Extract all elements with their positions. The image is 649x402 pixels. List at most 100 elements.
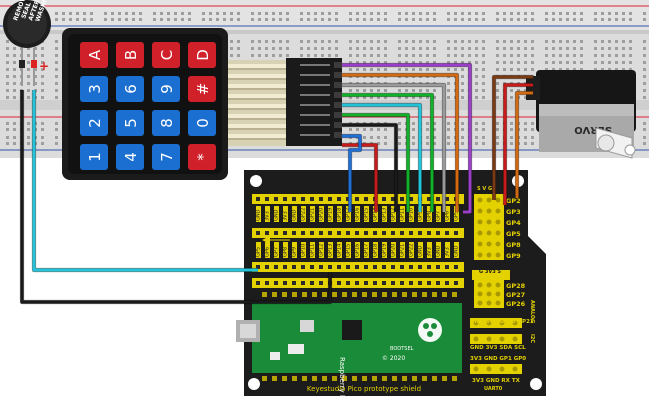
uart-top-labels: 3V3 GND GP1 GP0 [470,356,526,362]
shield-pin-label: GP13 [382,208,388,221]
keypad-key[interactable]: B [116,42,144,68]
keypad-key[interactable]: C [152,42,180,68]
keypad-key-label: 9 [158,84,176,94]
keypad-key-label: A [86,49,104,60]
wire-purple [342,63,472,214]
keypad-key-label: 2 [86,118,104,128]
shield-pin-label: GND [292,209,298,221]
keypad-key-label: 7 [158,152,176,162]
shield-pin-label: 3V3 [265,211,271,221]
servo-label: SERVO [574,124,612,135]
shield-pin-label: GP7 [436,211,442,221]
shield-pin-label: GP12 [391,208,397,221]
gp-label: GP4 [506,219,521,227]
buzzer: REMOVE SEAL AFTER WASHING + [3,0,52,86]
shield-pin-label: GP11 [310,244,316,257]
raspberry-pi-pico: Raspberry Pi Pico © 2020 BOOTSEL [236,303,462,402]
keypad-key[interactable]: # [188,76,216,102]
shield-title: Keyestudio Pico prototype shield [307,385,421,393]
keypad-key-label: C [158,50,176,60]
shield-pin-label: 3V3 [283,211,289,221]
shield-pin-label: GP5 [256,247,262,257]
i2c-bottom-labels: GND 3V3 SDA SCL [470,345,526,351]
keypad-key-label: 5 [122,118,140,128]
shield-pin-label: GP6 [265,247,271,257]
keypad-key[interactable]: 2 [80,110,108,136]
shield-pin-label: GP19 [328,208,334,221]
shield-pin-label: GND [436,245,442,257]
keypad-key[interactable]: 3 [80,76,108,102]
keypad-key[interactable]: 6 [116,76,144,102]
keypad-key-label: # [194,83,212,96]
keypad-key[interactable]: * [188,144,216,170]
wire-cyan [342,103,422,212]
uart-bottom-labels: 3V3 GND RX TX [472,378,521,384]
shield-pin-label: GP9 [292,247,298,257]
gp-label: GP2 [506,197,521,205]
analog-header-labels: G 3V3 S [479,269,501,275]
wire-blue-signal [342,134,362,212]
keypad-key-label: 8 [158,118,176,128]
servo-motor: SERVO [526,70,636,159]
shield-pin-label: GP20 [319,208,325,221]
analog-pin-label: GP28 [506,282,526,290]
keypad-key[interactable]: 5 [116,110,144,136]
shield-pin-label: GP12 [319,244,325,257]
buzzer-plus-sign: + [39,59,49,73]
i2c-tag: I2C [529,334,535,343]
wire-red-signal [342,143,378,212]
shield-pin-label: GP21 [310,208,316,221]
shield-pin-label: GP16 [355,244,361,257]
shield-pin-label: GP19 [382,244,388,257]
keypad-ribbon [228,60,290,146]
keypad-key-label: 4 [122,152,140,162]
shield-pin-label: GP16 [355,208,361,221]
keypad-key[interactable]: 7 [152,144,180,170]
shield-pin-label: GP14 [373,208,379,221]
shield-pin-label: GP13 [328,244,334,257]
keypad-key-label: D [194,49,212,61]
shield-pin-label: 3V3 [445,247,451,257]
pico-brand-2: © 2020 [382,355,405,362]
keypad-key[interactable]: D [188,42,216,68]
digital-header-labels: S V G [477,186,492,192]
shield-pin-label: GP20 [391,244,397,257]
wire-servo-brown [492,75,533,200]
keypad-key[interactable]: 8 [152,110,180,136]
shield-pin-label: GND [418,245,424,257]
shield-pin-label: GP18 [373,244,379,257]
shield-pin-label: GP15 [364,208,370,221]
keypad-key[interactable]: 1 [80,144,108,170]
pico-brand-1: Raspberry Pi Pico [338,357,346,402]
keypad-key[interactable]: 9 [152,76,180,102]
wire-black-signal [342,123,398,212]
keypad-key-label: 1 [86,152,104,162]
keypad-key-label: * [194,153,212,161]
keypad-key[interactable]: A [80,42,108,68]
gp-label: GP9 [506,252,521,260]
shield-pin-label: 3V3 [427,247,433,257]
shield-pin-label: GP14 [337,244,343,257]
uart-tag: UART0 [484,386,503,392]
shield-pin-label: GP11 [400,208,406,221]
shield-pin-label: GP17 [364,244,370,257]
keypad-key[interactable]: 0 [188,110,216,136]
shield-pin-label: GP17 [346,208,352,221]
shield-pin-label: GP7 [274,247,280,257]
analog-pin-label: GP27 [506,291,525,299]
shield-pin-label: GP22 [409,244,415,257]
keypad-key[interactable]: 4 [116,144,144,170]
shield-pin-label: GP6 [445,211,451,221]
shield-pin-label: GP15 [346,244,352,257]
shield-pin-label: GP10 [409,208,415,221]
shield-pin-label: GND [256,209,262,221]
wire-buzzer-ground [20,90,332,304]
shield-pin-label: GND [454,245,460,257]
shield-pin-label: GP8 [427,211,433,221]
shield-pin-label: GP21 [400,244,406,257]
wire-green-2 [342,113,410,212]
shield-pin-label: GND [274,209,280,221]
wire-servo-orange [515,91,533,198]
